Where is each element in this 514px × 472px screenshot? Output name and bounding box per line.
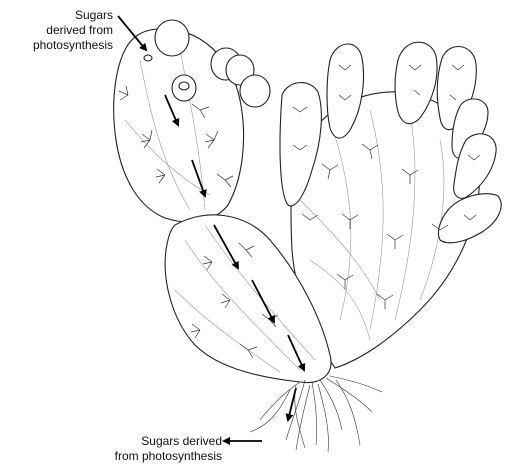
- roots: [250, 376, 382, 452]
